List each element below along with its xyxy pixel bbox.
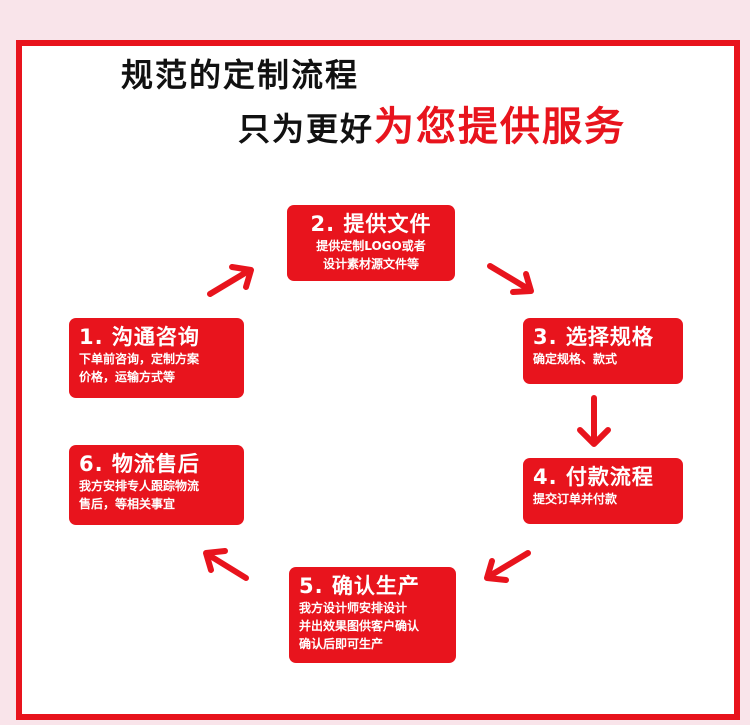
heading-line-2-red: 为您提供服务 xyxy=(374,104,627,150)
step-title: 5. 确认生产 xyxy=(299,574,420,598)
step-2-provide-files: 2. 提供文件 提供定制LOGO或者 设计素材源文件等 xyxy=(287,205,455,281)
step-desc: 下单前咨询，定制方案 xyxy=(79,352,200,366)
step-desc: 并出效果图供客户确认 xyxy=(299,619,420,633)
step-6-logistics: 6. 物流售后 我方安排专人跟踪物流 售后，等相关事宜 xyxy=(69,445,244,525)
step-title: 3. 选择规格 xyxy=(533,325,654,349)
heading-line-2: 只为更好为您提供服务 xyxy=(238,94,626,152)
step-title: 1. 沟通咨询 xyxy=(79,325,200,349)
step-desc: 提交订单并付款 xyxy=(533,492,618,506)
step-desc: 确认后即可生产 xyxy=(299,637,384,651)
step-title: 6. 物流售后 xyxy=(79,452,200,476)
step-desc: 价格，运输方式等 xyxy=(79,370,176,384)
heading-line-2-black: 只为更好 xyxy=(238,110,375,148)
step-desc: 提供定制LOGO或者 xyxy=(316,239,426,253)
step-5-confirm-production: 5. 确认生产 我方设计师安排设计 并出效果图供客户确认 确认后即可生产 xyxy=(289,567,456,663)
step-desc: 我方设计师安排设计 xyxy=(299,601,408,615)
step-desc: 我方安排专人跟踪物流 xyxy=(79,479,200,493)
step-4-payment: 4. 付款流程 提交订单并付款 xyxy=(523,458,683,524)
step-1-communication: 1. 沟通咨询 下单前咨询，定制方案 价格，运输方式等 xyxy=(69,318,244,398)
step-3-select-spec: 3. 选择规格 确定规格、款式 xyxy=(523,318,683,384)
step-title: 2. 提供文件 xyxy=(310,212,432,236)
step-desc: 售后，等相关事宜 xyxy=(79,497,176,511)
heading-line-1: 规范的定制流程 xyxy=(121,56,360,94)
step-desc: 设计素材源文件等 xyxy=(322,257,419,271)
step-desc: 确定规格、款式 xyxy=(533,352,618,366)
step-title: 4. 付款流程 xyxy=(533,465,654,489)
